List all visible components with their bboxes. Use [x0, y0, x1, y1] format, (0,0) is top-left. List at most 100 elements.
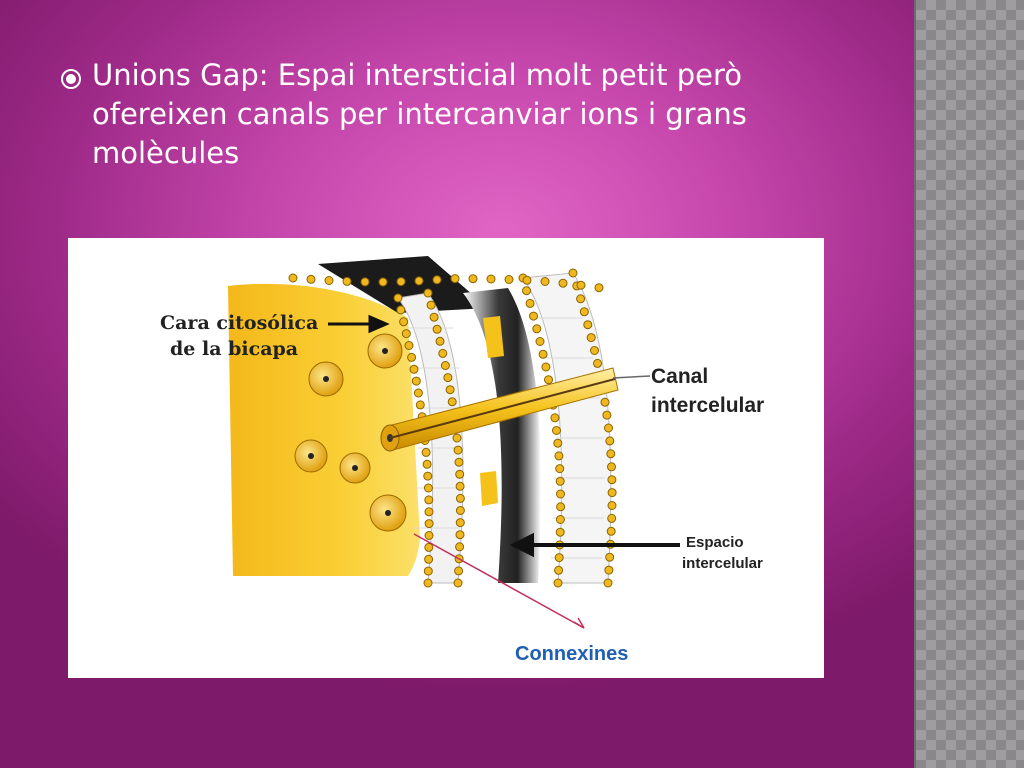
lipid-head-bead	[424, 495, 434, 505]
intercellular-space	[463, 288, 541, 583]
lipid-head-bead	[555, 464, 565, 474]
lipid-head-bead	[554, 451, 564, 461]
lipid-head-bead	[455, 530, 465, 540]
lipid-head-bead	[454, 457, 464, 467]
bullet-icon	[61, 69, 81, 89]
arrow-espacio	[509, 532, 680, 558]
lipid-head-bead	[604, 423, 613, 433]
label-cara-citosolica: Cara citosólica de la bicapa	[160, 312, 319, 360]
lipid-head-bead	[576, 294, 586, 304]
lipid-head-bead	[432, 324, 442, 334]
lipid-head-bead	[288, 273, 298, 283]
arrow-connexines	[413, 533, 585, 629]
lipid-head-bead	[468, 274, 478, 284]
lipid-head-bead	[590, 346, 599, 355]
lipid-head-bead	[453, 578, 463, 588]
lipid-head-bead	[401, 329, 411, 339]
label-canal-intercelular: Canal intercelular	[651, 365, 765, 417]
lipid-head-bead	[342, 276, 352, 286]
side-pattern-panel	[914, 0, 1024, 768]
lipid-head-bead	[538, 349, 548, 359]
lipid-head-bead	[426, 300, 436, 310]
lipid-head-bead	[594, 283, 604, 293]
lipid-head-bead	[605, 552, 615, 562]
lipid-head-bead	[553, 578, 563, 588]
lipid-head-bead	[455, 469, 465, 479]
arrow-cara	[328, 314, 390, 334]
lipid-head-bead	[421, 447, 431, 457]
lipid-head-bead	[432, 275, 442, 285]
lipid-head-bead	[522, 286, 531, 296]
lipid-head-bead	[378, 277, 388, 287]
lipid-head-bead	[552, 426, 561, 435]
lipid-head-bead	[455, 493, 465, 503]
lipid-head-bead	[604, 565, 614, 575]
lipid-head-bead	[452, 433, 462, 443]
arrow-canal	[612, 375, 651, 379]
lipid-head-bead	[576, 280, 586, 290]
lipid-head-bead	[603, 578, 613, 588]
lipid-head-bead	[399, 317, 409, 327]
phospholipid-heads	[288, 268, 617, 588]
lipid-head-bead	[607, 462, 616, 472]
lipid-head-bead	[440, 361, 450, 370]
lipid-head-bead	[409, 364, 419, 374]
lipid-head-bead	[554, 565, 564, 575]
lipid-head-bead	[396, 277, 406, 287]
gap-junction-figure: Cara citosólica de la bicapa Canal inter…	[68, 238, 824, 678]
lipid-head-bead	[568, 268, 578, 278]
lipid-head-bead	[415, 400, 425, 410]
lipid-head-bead	[605, 436, 615, 446]
lipid-head-bead	[550, 413, 560, 423]
lipid-head-bead	[540, 277, 550, 286]
lipid-head-bead	[553, 438, 563, 448]
lipid-head-bead	[360, 277, 370, 287]
lipid-head-bead	[602, 410, 612, 420]
lipid-head-bead	[423, 471, 433, 481]
lipid-head-bead	[422, 459, 432, 469]
lipid-head-bead	[454, 566, 464, 576]
lipid-head-bead	[450, 274, 460, 284]
lipid-head-bead	[396, 305, 406, 315]
lipid-head-bead	[593, 358, 602, 368]
lipid-head-bead	[447, 397, 457, 407]
lipid-head-bead	[607, 513, 617, 523]
lipid-head-bead	[529, 311, 538, 321]
lipid-head-bead	[455, 481, 465, 491]
bullet-text: Unions Gap: Espai intersticial molt peti…	[92, 58, 747, 170]
lipid-head-bead	[586, 333, 596, 343]
lipid-head-bead	[443, 373, 453, 383]
lipid-head-bead	[455, 506, 465, 515]
intercellular-channel	[380, 367, 619, 452]
label-connexines: Connexines	[515, 643, 629, 665]
label-espacio-intercelular: Espacio intercelular	[682, 534, 763, 572]
lipid-head-bead	[606, 526, 616, 536]
lipid-head-bead	[455, 542, 465, 552]
lipid-head-bead	[558, 278, 568, 288]
lipid-head-bead	[438, 348, 448, 358]
lipid-head-bead	[535, 337, 545, 346]
lipid-head-bead	[423, 483, 433, 493]
lipid-head-bead	[393, 293, 403, 303]
lipid-head-bead	[600, 397, 610, 407]
lipid-head-bead	[424, 542, 434, 552]
lipid-head-bead	[407, 352, 417, 362]
lipid-head-bead	[541, 362, 551, 372]
lipid-head-bead	[435, 336, 445, 346]
connexon-group	[294, 333, 407, 532]
lipid-head-bead	[424, 519, 434, 529]
lipid-head-bead	[579, 307, 589, 317]
lipid-head-bead	[411, 376, 421, 386]
lipid-head-bead	[455, 518, 465, 528]
lipid-head-bead	[324, 276, 334, 285]
lipid-head-bead	[583, 320, 593, 330]
lipid-head-bead	[555, 476, 565, 486]
lipid-head-bead	[607, 488, 617, 498]
lipid-head-bead	[607, 475, 617, 485]
lipid-head-bead	[429, 312, 439, 322]
lipid-head-bead	[424, 554, 434, 564]
lipid-head-bead	[556, 489, 565, 499]
lipid-head-bead	[424, 507, 434, 517]
lipid-head-bead	[522, 275, 532, 285]
lipid-head-bead	[525, 298, 535, 308]
